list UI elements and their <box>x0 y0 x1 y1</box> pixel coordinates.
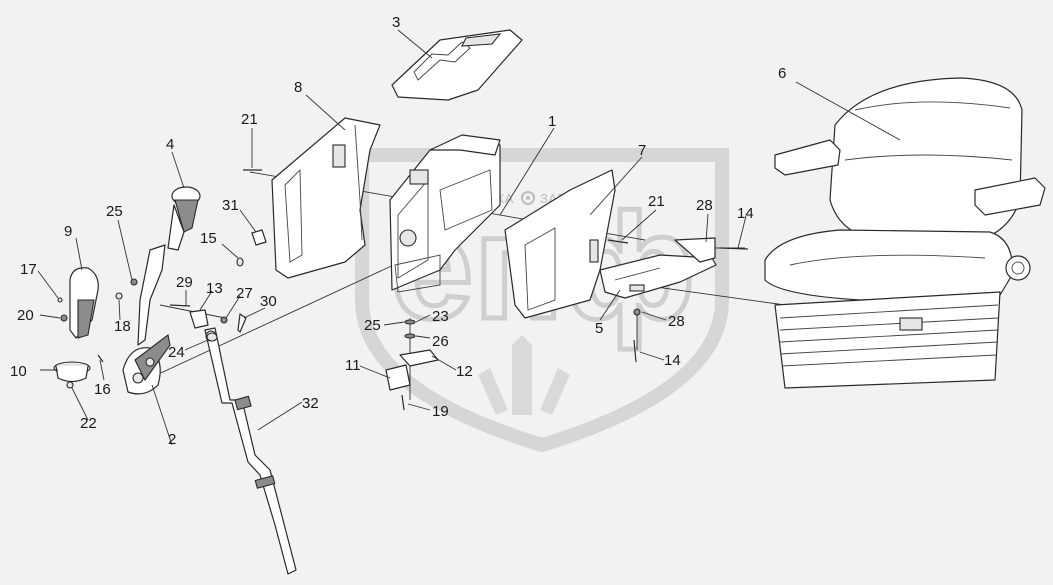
callout-19: 19 <box>432 403 449 420</box>
callout-24: 24 <box>168 344 185 361</box>
callout-26: 26 <box>432 333 449 350</box>
part-32-cable <box>204 327 297 575</box>
callout-1: 1 <box>548 113 556 130</box>
callout-11: 11 <box>345 357 361 374</box>
part-3-cover <box>391 29 523 101</box>
callout-28-bottom: 28 <box>668 313 685 330</box>
callout-25-left: 25 <box>106 203 123 220</box>
callout-29: 29 <box>176 274 193 291</box>
callout-25-right: 25 <box>364 317 381 334</box>
callout-5: 5 <box>595 320 603 337</box>
callout-14-bottom: 14 <box>664 352 681 369</box>
watermark-shield <box>355 148 729 453</box>
callout-4: 4 <box>166 136 174 153</box>
callout-16: 16 <box>94 381 111 398</box>
callout-20: 20 <box>17 307 34 324</box>
part-1-console-frame <box>389 134 501 293</box>
callout-7: 7 <box>638 142 646 159</box>
callout-23: 23 <box>432 308 449 325</box>
watermark-wheat <box>478 335 570 415</box>
callout-27: 27 <box>236 285 253 302</box>
part-4-lever-handle <box>167 186 201 251</box>
callout-21-right: 21 <box>648 193 665 210</box>
part-5-base-plate <box>599 254 717 299</box>
leader-lines <box>37 29 901 446</box>
callout-9: 9 <box>64 223 72 240</box>
callout-21-left: 21 <box>241 111 258 128</box>
callout-12: 12 <box>456 363 473 380</box>
callout-13: 13 <box>206 280 223 297</box>
callout-3: 3 <box>392 14 400 31</box>
callout-22: 22 <box>80 415 97 432</box>
part-2-shift-mechanism <box>122 244 171 395</box>
part-6-seat <box>764 77 1046 389</box>
part-10-cup <box>53 361 91 383</box>
callout-6: 6 <box>778 65 786 82</box>
gear-icon <box>521 191 535 205</box>
callout-32: 32 <box>302 395 319 412</box>
callout-14-top: 14 <box>737 205 754 222</box>
callout-28-top: 28 <box>696 197 713 214</box>
hardware <box>57 169 749 411</box>
callout-2: 2 <box>168 431 176 448</box>
callout-17: 17 <box>20 261 37 278</box>
callout-10: 10 <box>10 363 27 380</box>
callout-30: 30 <box>260 293 277 310</box>
part-9-grip <box>69 267 99 339</box>
callout-15: 15 <box>200 230 217 247</box>
callout-31: 31 <box>222 197 239 214</box>
part-8-side-panel <box>271 117 381 279</box>
callout-18: 18 <box>114 318 131 335</box>
callouts: 1 2 3 4 5 6 7 8 9 10 11 12 13 14 14 15 1… <box>10 14 786 448</box>
part-7-bracket <box>504 169 616 319</box>
callout-8: 8 <box>294 79 302 96</box>
